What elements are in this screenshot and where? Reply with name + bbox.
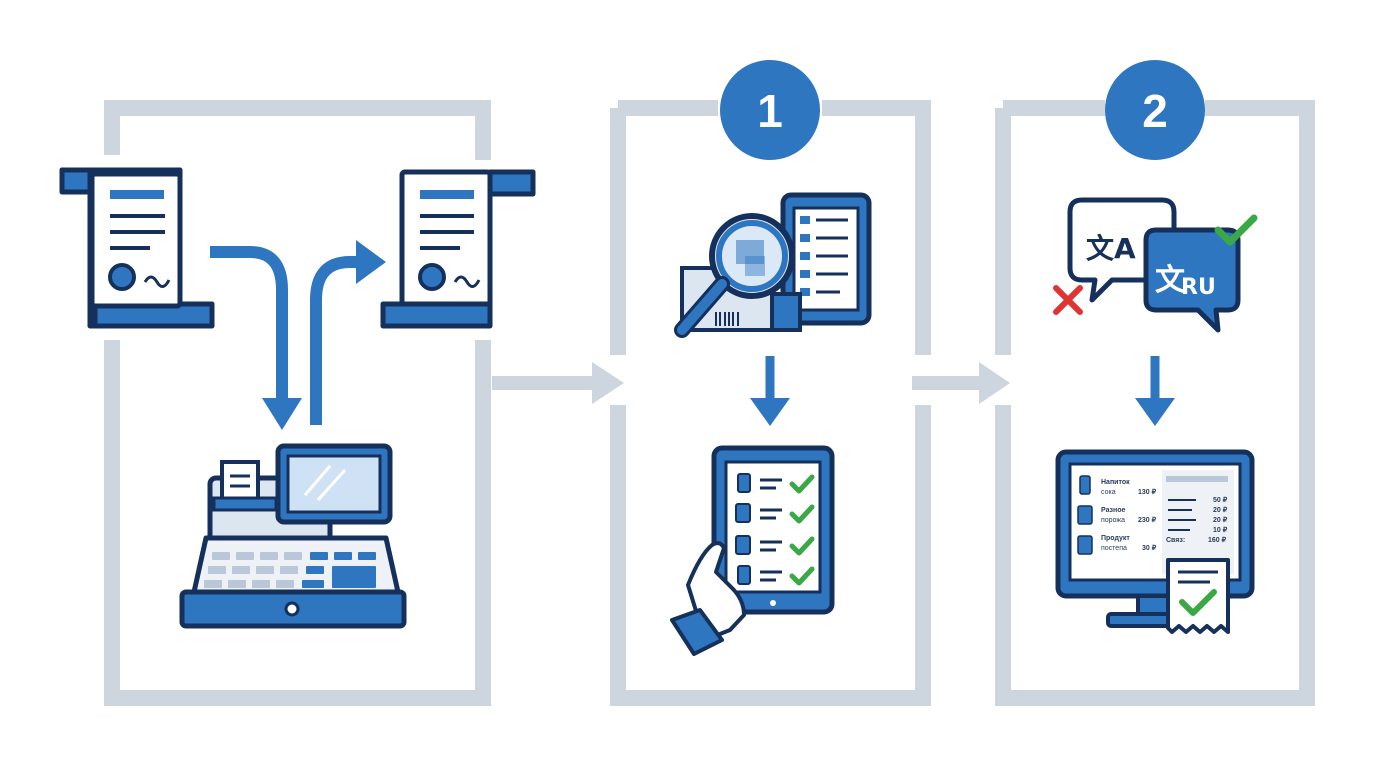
step-2-down-arrow xyxy=(1135,356,1175,426)
panel-frame-step-1 xyxy=(610,100,931,706)
step-2-number: 2 xyxy=(1142,85,1168,137)
receipt-item-2-price: 230 ₽ xyxy=(1138,516,1157,524)
receipt-item-1-name-2: сока xyxy=(1101,489,1116,496)
product-scan-icon xyxy=(674,192,872,338)
cross-icon xyxy=(1053,285,1083,315)
receipt-total-value: 160 ₽ xyxy=(1208,536,1227,544)
translation-icon: 文A 文 RU xyxy=(1053,197,1258,333)
step-1-number: 1 xyxy=(757,85,783,137)
receipt-total-line-1: 50 ₽ xyxy=(1213,496,1228,504)
receipt-total-label: Связ: xyxy=(1166,537,1185,544)
panel-frame-left xyxy=(104,100,491,706)
target-language-glyph: 文 xyxy=(1155,263,1185,298)
flow-arrow-up xyxy=(310,240,386,425)
checklist-tablet-icon xyxy=(670,445,835,656)
panel-frame-step-2 xyxy=(995,100,1315,706)
flow-arrow-down xyxy=(210,246,302,430)
receipt-item-3-name-2: постепа xyxy=(1101,545,1127,552)
source-language-glyph: 文A xyxy=(1086,232,1136,265)
receipt-item-2-name-1: Разное xyxy=(1101,507,1126,514)
step-1-badge: 1 xyxy=(720,60,820,160)
document-icon-left xyxy=(59,167,215,329)
check-icon xyxy=(1214,214,1258,246)
receipt-total-line-4: 10 ₽ xyxy=(1213,526,1228,534)
step-2-badge: 2 xyxy=(1105,60,1205,160)
connector-arrow-2 xyxy=(912,362,1010,404)
document-icon-right xyxy=(380,169,536,329)
step-1-down-arrow xyxy=(750,356,790,426)
monitor-receipt-icon: Напиток сока 130 ₽ Разное порожа 230 ₽ П… xyxy=(1055,449,1255,634)
receipt-total-line-2: 20 ₽ xyxy=(1213,506,1228,514)
target-language-code: RU xyxy=(1181,275,1216,300)
receipt-item-1-price: 130 ₽ xyxy=(1138,488,1157,496)
receipt-item-1-name-1: Напиток xyxy=(1101,479,1130,486)
cash-register-icon xyxy=(179,443,407,629)
receipt-item-2-name-2: порожа xyxy=(1101,517,1125,524)
receipt-item-3-name-1: Продукт xyxy=(1101,535,1130,542)
receipt-item-3-price: 30 ₽ xyxy=(1142,544,1157,552)
connector-arrow-1 xyxy=(492,362,624,404)
receipt-total-line-3: 20 ₽ xyxy=(1213,516,1228,524)
